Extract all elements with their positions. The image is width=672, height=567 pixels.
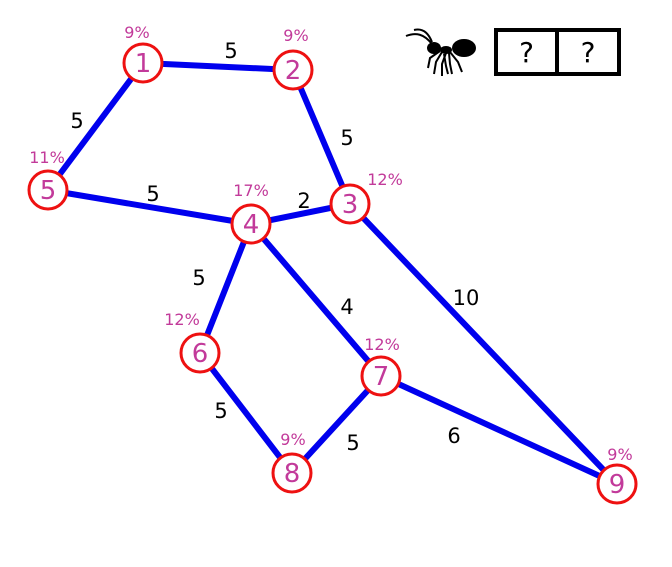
node-id: 5 xyxy=(40,176,57,206)
edge-weight-2-3: 5 xyxy=(340,126,353,150)
edge-weight-1-2: 5 xyxy=(224,39,237,63)
graph-node-5[interactable]: 5 11% xyxy=(27,148,69,211)
graph-node-2[interactable]: 2 9% xyxy=(272,26,314,91)
edge-weight-1-5: 5 xyxy=(70,109,83,133)
node-percent: 9% xyxy=(607,445,632,464)
node-id: 8 xyxy=(284,459,301,489)
edge-4-6 xyxy=(197,221,254,356)
edge-1-2 xyxy=(140,60,296,73)
edge-weight-3-9: 10 xyxy=(453,286,480,310)
ant-icon xyxy=(405,28,476,76)
edge-weight-7-8: 5 xyxy=(346,431,359,455)
node-percent: 12% xyxy=(367,170,403,189)
node-id: 1 xyxy=(135,49,152,79)
node-id: 4 xyxy=(243,210,260,240)
node-id: 9 xyxy=(609,470,626,500)
edge-7-9 xyxy=(378,373,620,487)
node-percent: 9% xyxy=(280,430,305,449)
edge-weight-4-6: 5 xyxy=(192,266,205,290)
edge-1-5 xyxy=(45,60,146,193)
edge-2-3 xyxy=(290,67,353,207)
answer-box-2[interactable]: ? xyxy=(555,28,621,76)
graph-node-6[interactable]: 6 12% xyxy=(164,310,221,374)
edge-weight-4-3: 2 xyxy=(297,189,310,213)
node-layer: 1 9% 2 9% 3 12% 4 17% 5 11% 6 12% xyxy=(27,23,638,505)
graph-node-8[interactable]: 8 9% xyxy=(271,430,313,494)
weight-layer: 5 5 5 5 2 10 5 4 5 5 6 xyxy=(70,39,479,455)
node-id: 2 xyxy=(285,56,302,86)
graph-node-9[interactable]: 9 9% xyxy=(596,445,638,505)
node-id: 6 xyxy=(192,339,209,369)
graph-node-4[interactable]: 4 17% xyxy=(230,181,272,245)
node-percent: 9% xyxy=(283,26,308,45)
edge-weight-5-4: 5 xyxy=(146,182,159,206)
graph-node-1[interactable]: 1 9% xyxy=(122,23,164,84)
edge-5-4 xyxy=(45,187,254,227)
edge-3-9 xyxy=(347,201,620,487)
node-id: 3 xyxy=(342,190,359,220)
edge-layer xyxy=(45,60,620,487)
node-id: 7 xyxy=(373,362,390,392)
node-percent: 11% xyxy=(29,148,65,167)
edge-6-8 xyxy=(197,350,295,476)
edge-weight-6-8: 5 xyxy=(214,399,227,423)
node-percent: 9% xyxy=(124,23,149,42)
node-percent: 17% xyxy=(233,181,269,200)
graph-node-7[interactable]: 7 12% xyxy=(360,335,402,397)
answer-box-2-text: ? xyxy=(581,36,596,69)
answer-boxes: ? ? xyxy=(494,28,621,76)
node-percent: 12% xyxy=(364,335,400,354)
answer-box-1[interactable]: ? xyxy=(494,28,559,76)
edge-weight-7-9: 6 xyxy=(447,424,460,448)
node-percent: 12% xyxy=(164,310,200,329)
edge-4-7 xyxy=(248,221,384,379)
edge-weight-4-7: 4 xyxy=(340,295,353,319)
answer-box-1-text: ? xyxy=(519,36,534,69)
edge-7-8 xyxy=(289,373,384,476)
graph-node-3[interactable]: 3 12% xyxy=(329,170,403,225)
